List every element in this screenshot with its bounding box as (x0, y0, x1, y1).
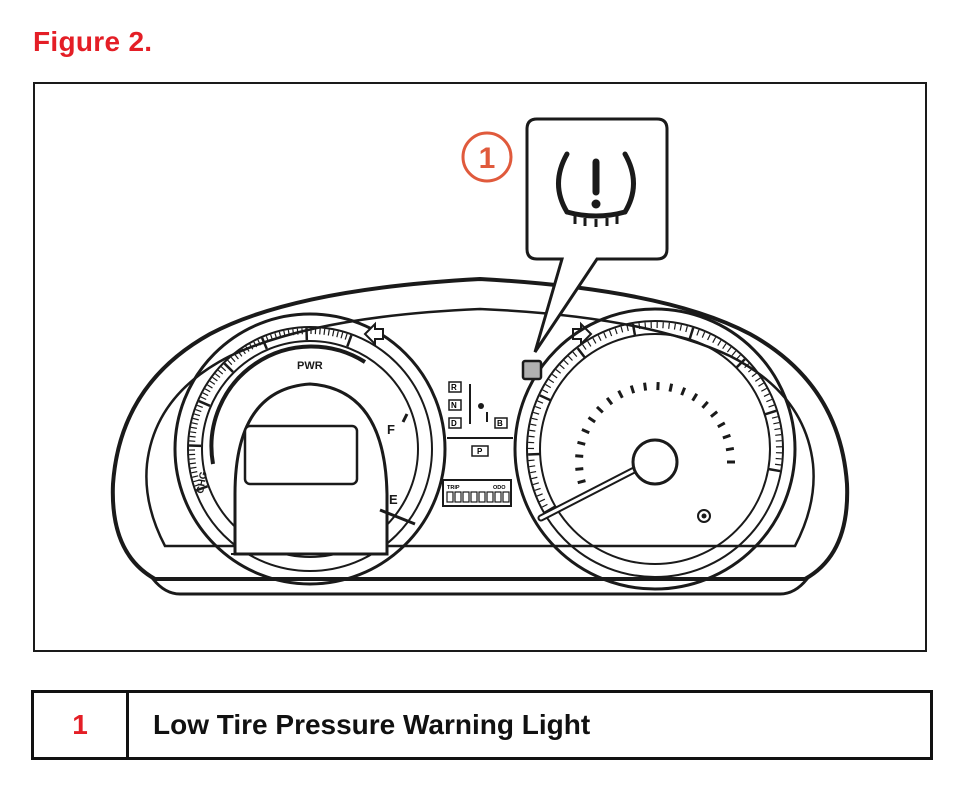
legend-table: 1 Low Tire Pressure Warning Light (31, 690, 933, 760)
figure-frame: PWR CHG F E R N D B P (33, 82, 927, 652)
cluster-bottom-lip (149, 577, 811, 596)
trip-label: TRIP (447, 485, 460, 491)
needle-hub (631, 438, 679, 486)
gear-p-label: P (477, 447, 483, 456)
figure-title: Figure 2. (33, 26, 153, 57)
gauge-pwr-label: PWR (297, 360, 323, 372)
instrument-cluster-illustration: PWR CHG F E R N D B P (110, 117, 850, 596)
left-turn-arrow-icon (363, 321, 384, 347)
cluster-outer-shell (110, 276, 850, 581)
right-speedometer-gauge (513, 307, 797, 591)
gear-d-label: D (451, 419, 457, 428)
fuel-empty-label: E (389, 492, 398, 507)
gear-n-label: N (451, 401, 457, 410)
gauge-chg-label: CHG (195, 471, 210, 495)
tpms-indicator-lamp (521, 359, 543, 381)
tire-pressure-warning-icon (556, 151, 636, 227)
gear-r-label: R (451, 383, 457, 392)
legend-item-description: Low Tire Pressure Warning Light (153, 709, 591, 740)
odometer-display: TRIP ODO (442, 479, 512, 507)
fuel-full-label: F (387, 422, 395, 437)
center-lcd-screen (243, 424, 359, 486)
gear-b-label: B (497, 419, 503, 428)
speedometer-inner-dashes (575, 382, 735, 485)
power-arc (209, 344, 367, 465)
callout-balloon (525, 117, 669, 353)
odometer-digits (446, 491, 510, 503)
gear-indicator: R N D B P (447, 381, 513, 457)
left-gauge-ticks (188, 327, 353, 492)
callout-number-marker: 1 (461, 131, 513, 183)
legend-item-number: 1 (34, 693, 129, 757)
left-power-gauge: PWR CHG F E (173, 312, 447, 586)
callout-number: 1 (479, 142, 496, 175)
cluster-inner-bezel (145, 307, 815, 548)
speedometer-ticks (527, 322, 782, 514)
odo-label: ODO (493, 485, 506, 491)
